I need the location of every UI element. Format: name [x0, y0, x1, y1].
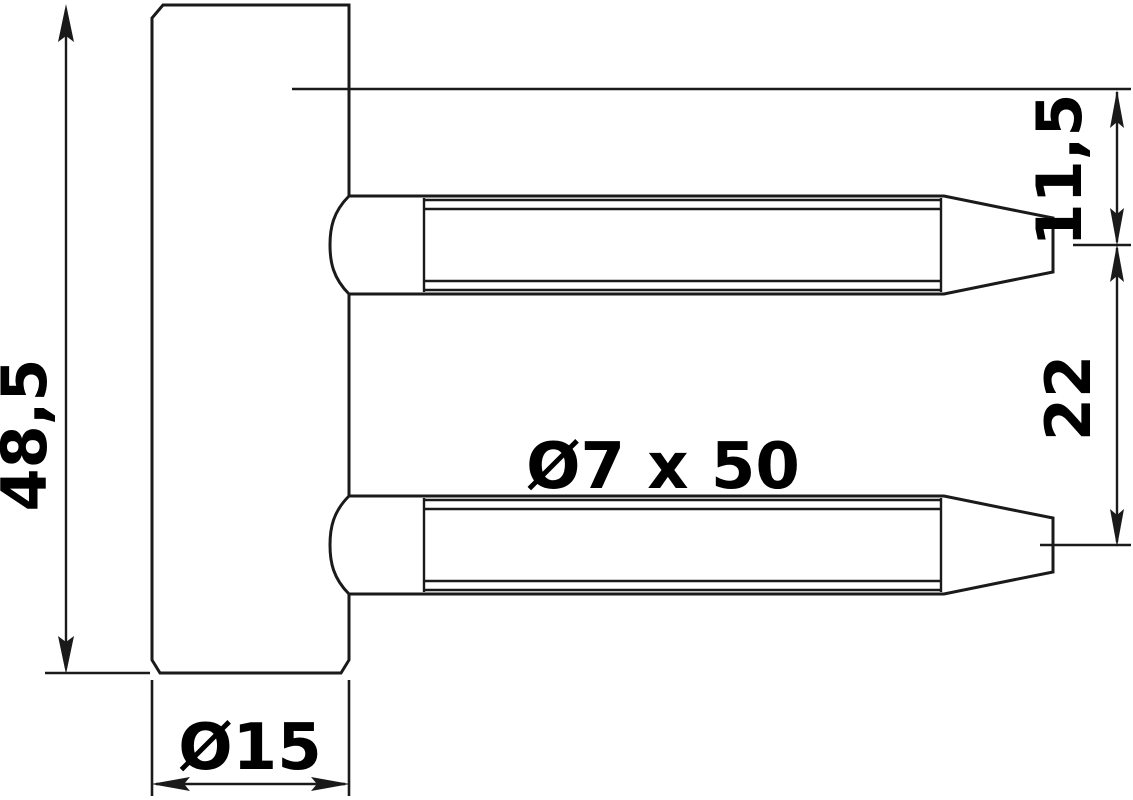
dimension-pin-spacing: 22 — [1032, 244, 1124, 547]
dimension-body-diameter: Ø15 — [151, 711, 350, 791]
pin-top-offset-label: 11,5 — [1023, 94, 1096, 247]
upper-pin-outline — [328, 194, 1055, 296]
lower-pin — [328, 494, 1055, 596]
lower-pin-outline — [328, 494, 1055, 596]
overall-height-arrow-bottom — [58, 636, 74, 674]
overall-height-label: 48,5 — [0, 359, 61, 512]
body-diameter-label: Ø15 — [178, 711, 321, 785]
upper-pin — [328, 194, 1055, 296]
pin-top-offset-arrow-top — [1110, 90, 1124, 128]
pin-spacing-arrow-top — [1110, 244, 1124, 282]
body-plate-outline — [150, 3, 351, 675]
pin-top-offset-arrow-bottom — [1110, 208, 1124, 246]
dimension-overall-height: 48,5 — [0, 4, 74, 674]
dimension-pin-top-offset: 11,5 — [1023, 90, 1124, 246]
overall-height-arrow-top — [58, 4, 74, 42]
body-diameter-arrow-right — [311, 777, 350, 791]
pin-spacing-arrow-bottom — [1110, 509, 1124, 547]
pin-spacing-label: 22 — [1032, 355, 1105, 441]
body-diameter-arrow-left — [151, 777, 190, 791]
pin-spec-label: Ø7 x 50 — [526, 430, 800, 504]
